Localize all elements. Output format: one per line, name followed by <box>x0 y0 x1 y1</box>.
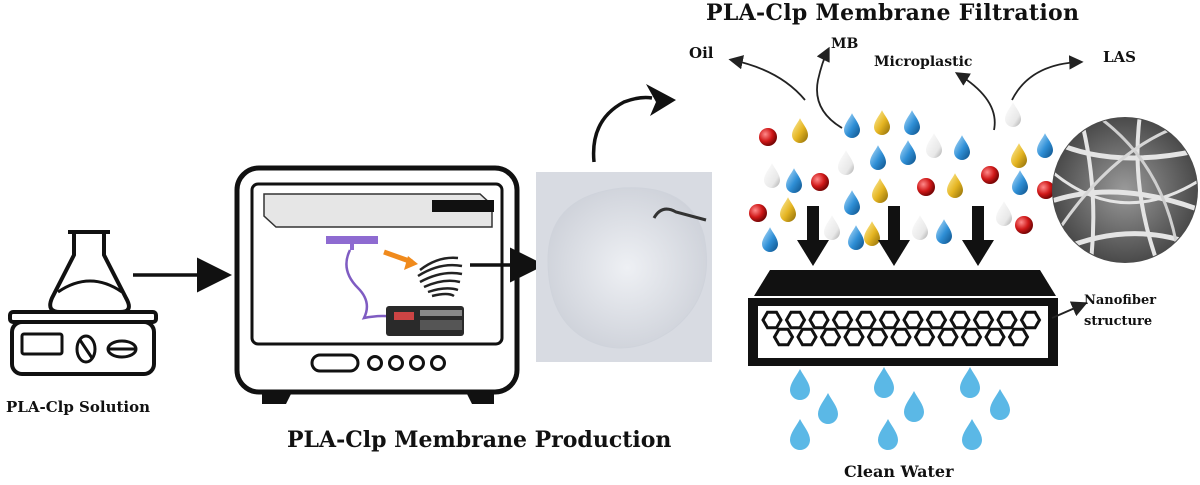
las-drop <box>824 215 840 240</box>
hex-cell <box>843 327 865 347</box>
mb-drop <box>786 168 802 193</box>
hex-cell <box>913 327 936 347</box>
hex-cell <box>819 327 842 347</box>
mb-drop <box>762 227 778 252</box>
hex-cell <box>808 310 830 330</box>
hex-cell <box>796 327 818 347</box>
hex-cell <box>855 310 877 330</box>
nanofiber-hex-pattern <box>761 310 1042 347</box>
clean-water-drop <box>874 367 894 398</box>
mb-drop <box>1037 133 1053 158</box>
mb-drop <box>870 145 886 170</box>
production-label: PLA-Clp Membrane Production <box>287 427 672 453</box>
hex-cell <box>784 310 807 330</box>
clean-water-drops <box>790 367 1010 450</box>
mb-label: MB <box>831 36 859 52</box>
hex-cell <box>1019 310 1042 330</box>
clean-water-label: Clean Water <box>844 462 954 481</box>
hex-cell <box>772 327 795 347</box>
pollutant-particles <box>749 102 1055 252</box>
las-label: LAS <box>1103 48 1137 66</box>
mb-drop <box>954 135 970 160</box>
filter-membrane <box>748 270 1088 366</box>
hex-cell <box>866 327 889 347</box>
oil-drop <box>864 221 880 246</box>
mb-drop <box>844 190 860 215</box>
oil-drop <box>780 197 796 222</box>
hex-cell <box>949 310 971 330</box>
oil-drop <box>874 110 890 135</box>
mb-drop <box>900 140 916 165</box>
nanofiber-label-line1: Nanofiber <box>1084 293 1157 308</box>
hex-cell <box>1007 327 1030 347</box>
clean-water-drop <box>790 419 810 450</box>
hex-cell <box>902 310 924 330</box>
mb-drop <box>848 225 864 250</box>
nanofiber-label-line2: structure <box>1084 314 1153 329</box>
microplastic-particle <box>981 166 999 184</box>
hex-cell <box>761 310 783 330</box>
mb-drop <box>904 110 920 135</box>
clean-water-drop <box>962 419 982 450</box>
clean-water-drop <box>818 393 838 424</box>
hex-cell <box>831 310 854 330</box>
oil-label: Oil <box>689 44 714 62</box>
hex-cell <box>937 327 959 347</box>
hex-cell <box>984 327 1006 347</box>
mb-drop <box>1012 170 1028 195</box>
microplastic-particle <box>811 173 829 191</box>
sem-nanofiber-image <box>1052 117 1198 263</box>
hex-cell <box>878 310 901 330</box>
hex-cell <box>890 327 912 347</box>
oil-drop <box>792 118 808 143</box>
clean-water-drop <box>878 419 898 450</box>
microplastic-particle <box>1015 216 1033 234</box>
oil-drop <box>947 173 963 198</box>
filtration-down-arrows <box>797 206 994 266</box>
las-drop <box>912 215 928 240</box>
microplastic-particle <box>749 204 767 222</box>
hex-cell <box>996 310 1018 330</box>
las-drop <box>838 150 854 175</box>
clean-water-drop <box>904 391 924 422</box>
membrane-photo <box>536 172 712 362</box>
pollutant-arrows <box>728 46 1084 131</box>
las-drop <box>996 201 1012 226</box>
electrospinning-machine-icon <box>234 165 520 404</box>
clean-water-drop <box>790 369 810 400</box>
mb-drop <box>844 113 860 138</box>
microplastic-particle <box>1037 181 1055 199</box>
solution-label: PLA-Clp Solution <box>6 398 151 416</box>
clean-water-drop <box>960 367 980 398</box>
hex-cell <box>960 327 983 347</box>
magnetic-stirrer-icon <box>8 230 158 376</box>
clean-water-drop <box>990 389 1010 420</box>
curved-arrow-icon <box>591 84 676 163</box>
las-drop <box>764 163 780 188</box>
mb-drop <box>936 219 952 244</box>
filtration-title: PLA-Clp Membrane Filtration <box>706 0 1080 26</box>
oil-drop <box>1011 143 1027 168</box>
las-drop <box>1005 102 1021 127</box>
hex-cell <box>925 310 948 330</box>
microplastic-particle <box>759 128 777 146</box>
microplastic-particle <box>917 178 935 196</box>
las-drop <box>926 133 942 158</box>
microplastic-label: Microplastic <box>874 54 973 70</box>
hex-cell <box>972 310 995 330</box>
oil-drop <box>872 178 888 203</box>
